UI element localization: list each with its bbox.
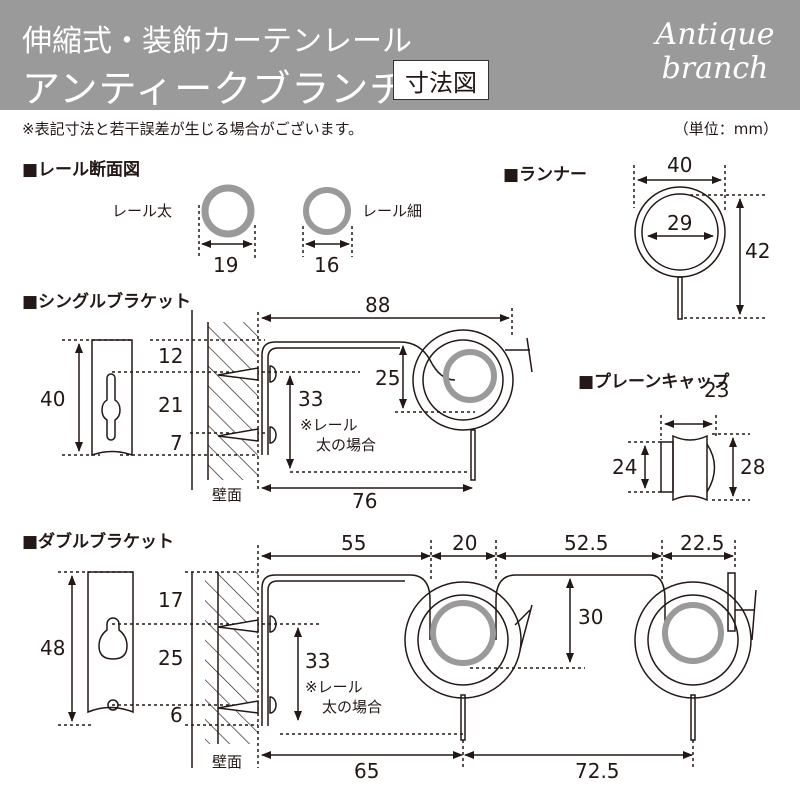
logo-line-1: Antique	[655, 17, 775, 52]
tolerance-note: ※表記寸法と若干誤差が生じる場合がございます。	[22, 120, 364, 138]
double-w20: 20	[452, 531, 477, 555]
double-w72-5: 72.5	[575, 759, 620, 783]
runner-inner-dim: 29	[667, 211, 692, 235]
rail-thick-ring	[201, 184, 255, 238]
double-plate-dim: 48	[40, 636, 65, 660]
rail-thick-label: レール太	[112, 202, 172, 220]
unit-label: （単位：mm）	[673, 120, 778, 138]
plain-cap-title: ■プレーンキャップ	[578, 372, 730, 392]
double-d17: 17	[158, 588, 183, 612]
double-w52-5: 52.5	[564, 531, 609, 555]
single-d7: 7	[170, 431, 183, 455]
runner-drawing	[633, 165, 765, 320]
keyhole-slot-double	[98, 617, 128, 660]
single-width-bottom: 76	[352, 489, 377, 513]
keyhole-slot	[101, 373, 121, 441]
single-wall-label: 壁面	[212, 486, 242, 504]
single-rail-note-1: ※レール	[300, 416, 358, 434]
double-bracket-drawing	[58, 540, 757, 770]
product-name: アンティークブランチ	[22, 67, 409, 111]
cap-right-dim: 28	[740, 455, 765, 479]
rail-thick-dim: 19	[213, 253, 238, 277]
double-w22-5: 22.5	[680, 531, 725, 555]
single-plate-dim: 40	[40, 387, 65, 411]
double-drop: 30	[578, 605, 603, 629]
product-category: 伸縮式・装飾カーテンレール	[22, 24, 412, 59]
single-d21: 21	[158, 393, 183, 417]
rail-thin-dim: 16	[314, 253, 339, 277]
double-w55: 55	[341, 531, 366, 555]
rail-thick-section	[198, 184, 256, 258]
runner-title: ■ランナー	[503, 165, 588, 185]
header-banner: 伸縮式・装飾カーテンレール アンティークブランチ 寸法図 Antique bra…	[0, 0, 800, 111]
logo-line-2: branch	[661, 51, 769, 86]
rail-thin-section	[302, 187, 353, 257]
single-width-top: 88	[365, 293, 390, 317]
double-rail-drop: 33	[305, 649, 330, 673]
cap-left-dim: 24	[612, 455, 637, 479]
brand-logo: Antique branch	[640, 18, 790, 86]
double-d25: 25	[158, 646, 183, 670]
single-bracket-title: ■シングルブラケット	[22, 292, 192, 312]
single-d12: 12	[158, 344, 183, 368]
double-plate	[87, 571, 134, 714]
single-rail-drop: 33	[298, 387, 323, 411]
double-d6: 6	[170, 703, 183, 727]
single-bracket-drawing	[62, 308, 533, 492]
double-bracket-title: ■ダブルブラケット	[22, 532, 175, 552]
dimension-badge: 寸法図	[393, 60, 489, 100]
double-rail-note-2: 太の場合	[322, 698, 382, 716]
cap-width-dim: 23	[704, 378, 729, 402]
single-rail-note-2: 太の場合	[316, 436, 376, 454]
single-drop: 25	[375, 366, 400, 390]
wall-hatch	[208, 322, 258, 480]
single-plate	[91, 339, 133, 457]
rail-section-title: ■レール断面図	[22, 160, 141, 180]
runner-height-dim: 42	[745, 239, 770, 263]
runner-outer-dim: 40	[667, 153, 692, 177]
rail-thin-ring	[303, 187, 351, 235]
rail-thin-label: レール細	[362, 202, 422, 220]
double-wall-label: 壁面	[212, 753, 242, 771]
plain-cap-drawing	[628, 415, 750, 502]
double-w65: 65	[354, 759, 379, 783]
double-rail-note-1: ※レール	[305, 678, 363, 696]
